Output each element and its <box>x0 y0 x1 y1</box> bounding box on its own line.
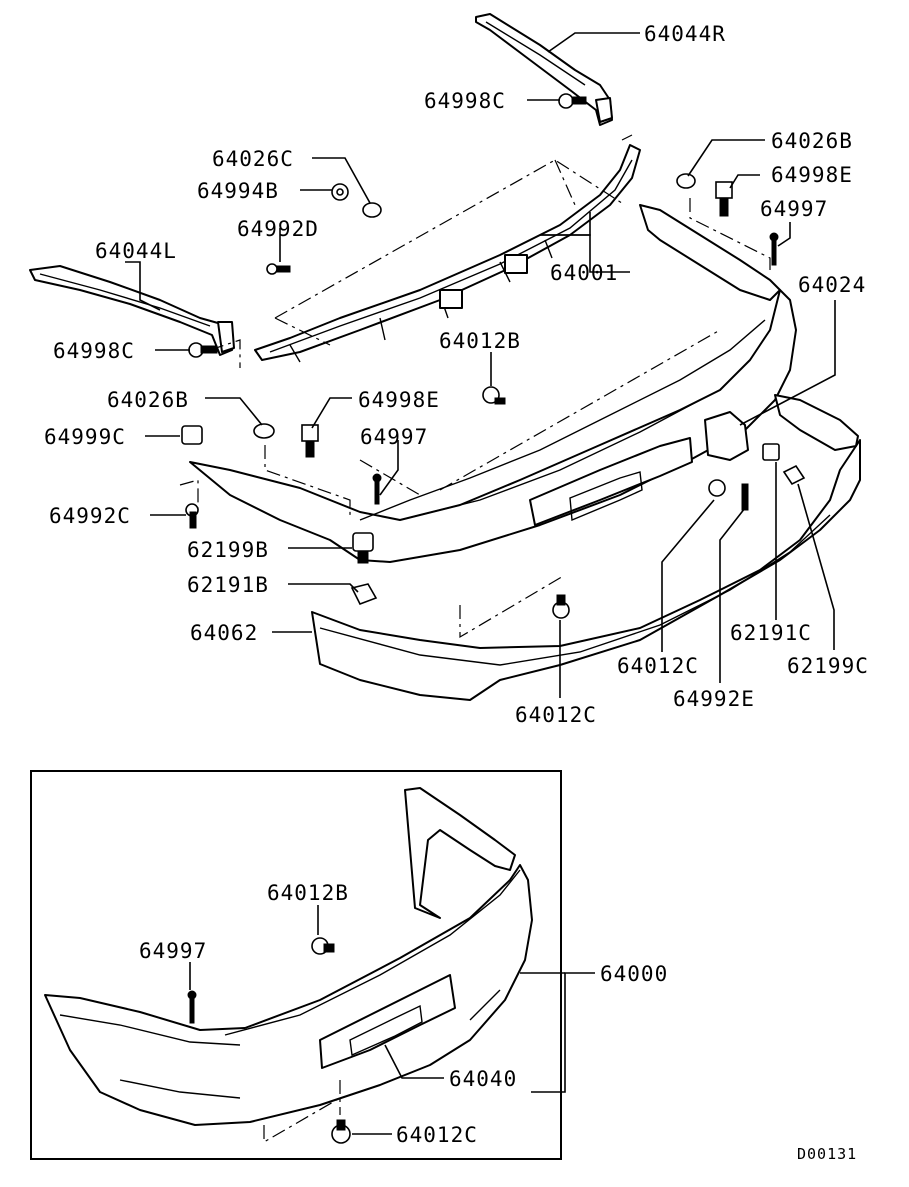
callout-64012C-bottom: 64012C <box>515 703 597 727</box>
callout-64024: 64024 <box>798 273 866 297</box>
clip-icon <box>311 937 335 955</box>
rivet-icon <box>187 990 197 1024</box>
bolt-icon <box>301 424 319 458</box>
screw-icon <box>741 483 749 511</box>
grommet-icon <box>352 532 374 564</box>
callout-64026C: 64026C <box>212 147 294 171</box>
callout-64001: 64001 <box>550 261 618 285</box>
fasteners <box>181 93 806 619</box>
callout-62191B: 62191B <box>187 573 269 597</box>
callout-64998C-top: 64998C <box>424 89 506 113</box>
callout-labels: 64044R 64998C 64026C 64994B 64992D 64044… <box>44 22 869 727</box>
callout-64992E: 64992E <box>673 687 755 711</box>
clip-icon <box>482 386 506 405</box>
callout-64026B-left: 64026B <box>107 388 189 412</box>
callout-62199B: 62199B <box>187 538 269 562</box>
inset-leaders <box>189 905 595 1144</box>
callout-64044L: 64044L <box>95 239 177 263</box>
clip-icon <box>331 1119 351 1144</box>
callout-62199C: 62199C <box>787 654 869 678</box>
callout-64992D: 64992D <box>237 217 319 241</box>
callout-64998E-left: 64998E <box>358 388 440 412</box>
callout-64997-mid: 64997 <box>360 425 428 449</box>
inset-callout-64040: 64040 <box>449 1067 517 1091</box>
rivet-icon <box>372 473 382 505</box>
nut-icon <box>350 583 378 606</box>
leader-lines <box>125 32 836 698</box>
inset-callout-64012B: 64012B <box>267 881 349 905</box>
callout-64012B-top: 64012B <box>439 329 521 353</box>
clip-icon <box>708 479 726 497</box>
washer-icon <box>676 173 696 189</box>
nut-icon <box>331 183 349 201</box>
screw-icon <box>185 503 199 529</box>
callout-64998C-left: 64998C <box>53 339 135 363</box>
nut-icon <box>762 443 780 461</box>
callout-64012C-mid: 64012C <box>617 654 699 678</box>
assembly-lines <box>179 134 771 639</box>
bumper-reinforcement <box>254 144 641 363</box>
bolt-icon <box>188 342 218 358</box>
callout-64992C: 64992C <box>49 504 131 528</box>
screw-icon <box>266 263 291 275</box>
inset-bumper-assembly <box>44 787 533 1126</box>
bolt-icon <box>715 181 733 217</box>
clip-icon <box>552 594 570 619</box>
callout-64999C: 64999C <box>44 425 126 449</box>
callout-64998E-right: 64998E <box>771 163 853 187</box>
side-bracket-left <box>29 265 235 356</box>
bolt-icon <box>558 93 587 109</box>
callout-64026B-right: 64026B <box>771 129 853 153</box>
rivet-icon <box>769 232 779 266</box>
bumper-face <box>189 204 797 563</box>
inset-frame <box>30 770 562 1160</box>
washer-icon <box>362 202 382 218</box>
side-bracket-right <box>475 13 613 126</box>
callout-64994B: 64994B <box>197 179 279 203</box>
diagram-id: D00131 <box>797 1145 857 1163</box>
grommet-icon <box>782 464 806 486</box>
inset-callout-64000: 64000 <box>600 962 668 986</box>
inset-callout-64012C: 64012C <box>396 1123 478 1147</box>
inset-labels: 64012B 64997 64000 64040 64012C <box>139 881 668 1147</box>
callout-64997-right: 64997 <box>760 197 828 221</box>
inset-fasteners <box>187 937 351 1144</box>
washer-icon <box>253 423 275 439</box>
callout-62191C: 62191C <box>730 621 812 645</box>
clip-icon <box>181 425 203 445</box>
callout-64044R: 64044R <box>644 22 726 46</box>
inset-callout-64997: 64997 <box>139 939 207 963</box>
callout-64062: 64062 <box>190 621 258 645</box>
